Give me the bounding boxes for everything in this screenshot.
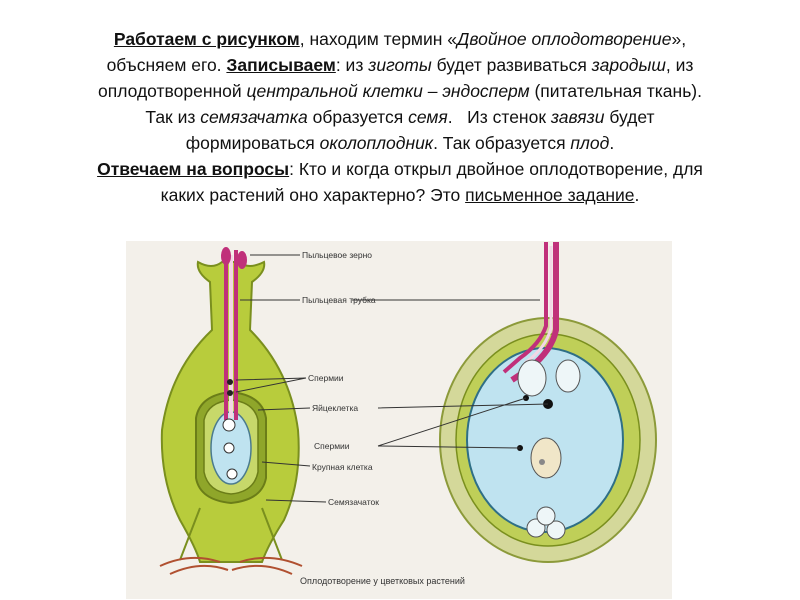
label-egg-cell: Яйцеклетка	[312, 403, 358, 413]
antipodal-left	[227, 469, 237, 479]
embryo-sac-diagram	[440, 242, 656, 562]
label-sperm-right: Спермии	[314, 441, 350, 451]
label-sperm-left: Спермии	[308, 373, 344, 383]
figure-caption: Оплодотворение у цветковых растений	[300, 576, 465, 586]
sperm-left-1	[227, 379, 233, 385]
egg-cell-left	[223, 419, 235, 431]
label-ovule: Семязачаток	[328, 497, 379, 507]
synergid-1	[518, 360, 546, 396]
antipodal-3	[537, 507, 555, 525]
synergid-2	[556, 360, 580, 392]
pollen-grain-2	[237, 251, 247, 269]
central-cell-nucleus	[531, 438, 561, 478]
label-pollen-grain: Пыльцевое зерно	[302, 250, 372, 260]
central-cell-nucleolus	[539, 459, 545, 465]
label-pollen-tube: Пыльцевая трубка	[302, 295, 376, 305]
pollen-grain-1	[221, 247, 231, 265]
pistil-diagram	[160, 247, 302, 574]
label-central-cell: Крупная клетка	[312, 462, 373, 472]
sperm-left-2	[227, 390, 233, 396]
central-cell-left	[224, 443, 234, 453]
